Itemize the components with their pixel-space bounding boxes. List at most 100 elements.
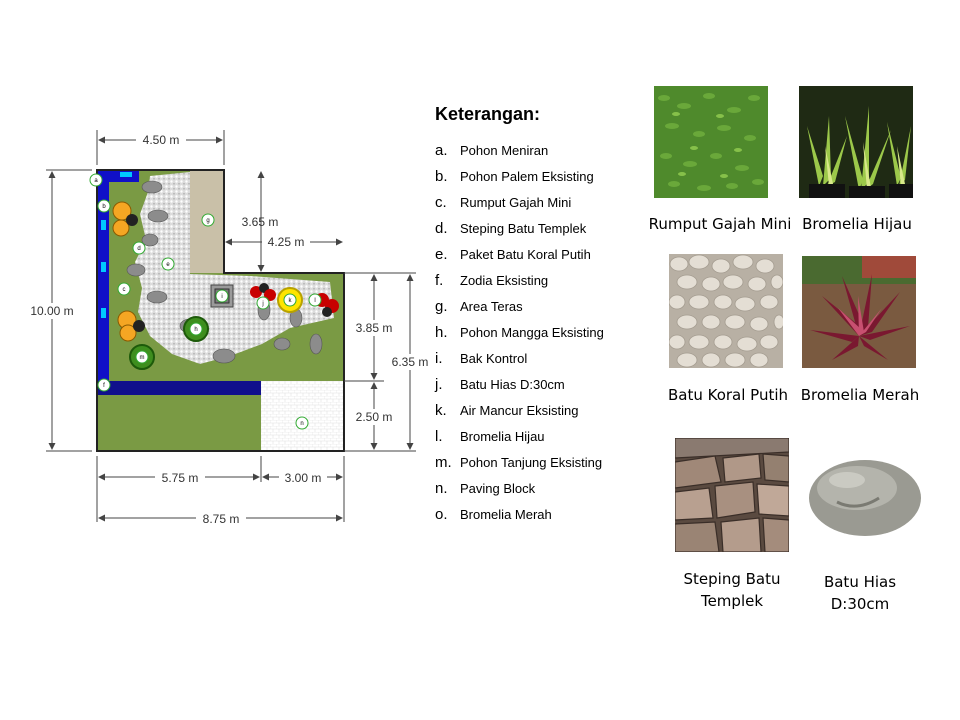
paving-block-area [261,381,344,451]
svg-text:d: d [137,246,140,252]
legend-item: c. Rumput Gajah Mini [435,189,604,215]
svg-text:c: c [123,287,126,293]
legend-item: i.Bak Kontrol [435,345,604,371]
svg-text:b: b [102,204,106,210]
marker-c: c [117,282,131,296]
marker-h: h [189,322,203,336]
batu-koral-photo [669,254,783,368]
legend-text: Area Teras [460,298,523,314]
caption-batu-hias-line1: Batu Hias [823,573,897,591]
legend-item: j. Batu Hias D:30cm [435,371,604,397]
svg-text:h: h [194,327,197,333]
svg-text:k: k [289,298,293,304]
dim-bottom-total: 8.75 m [203,512,240,526]
legend-letter: h. [435,323,448,341]
caption-rumput-gajah: Rumput Gajah Mini [648,215,792,233]
legend-letter: l. [435,427,443,445]
marker-d: d [132,241,146,255]
svg-text:g: g [206,218,209,224]
pool-highlights [101,172,132,318]
svg-text:m: m [140,355,145,361]
legend-letter: d. [435,219,448,237]
legend-text: Pohon Tanjung Eksisting [460,454,603,470]
legend-text: Zodia Eksisting [460,272,549,288]
marker-m: m [135,350,149,364]
caption-bromelia-merah: Bromelia Merah [800,386,920,404]
legend-text: Rumput Gajah Mini [460,194,572,210]
rumput-gajah-photo [654,86,768,198]
dim-right-total: 6.35 m [392,355,429,369]
caption-batu-hias: Batu Hias D:30cm [805,571,915,615]
svg-text:n: n [300,421,303,427]
legend-letter: k. [435,401,447,419]
legend-letter: j. [435,375,443,393]
legend-item: o. Bromelia Merah [435,501,604,527]
marker-a: a [89,173,103,187]
legend-letter: e. [435,245,448,263]
legend-item: k. Air Mancur Eksisting [435,397,604,423]
dim-notch-height: 3.65 m [242,215,279,229]
batu-hias-photo [809,460,921,536]
legend-text: Bak Kontrol [460,350,528,366]
legend-letter: n. [435,479,448,497]
caption-steping-batu: Steping Batu Templek [670,568,794,612]
legend-letter: c. [435,193,447,211]
legend-text: Steping Batu Templek [460,220,587,236]
marker-f: f [97,378,111,392]
dim-bottom-left: 5.75 m [162,471,199,485]
palm-trees [112,201,145,342]
marker-g: g [201,213,215,227]
dim-bottom-right: 3.00 m [285,471,322,485]
legend-letter: m. [435,453,452,471]
steping-batu-photo [675,438,789,552]
svg-text:i: i [221,294,222,300]
marker-e: e [161,257,175,271]
legend-item: b. Pohon Palem Eksisting [435,163,604,189]
legend-item: g. Area Teras [435,293,604,319]
pool-top [97,170,139,182]
caption-steping-line2: Templek [700,592,764,610]
legend-text: Paving Block [460,480,536,496]
legend-letter: g. [435,297,448,315]
dim-lower-right-height: 3.85 m [356,321,393,335]
legend-text: Bromelia Merah [460,506,552,522]
caption-batu-koral: Batu Koral Putih [667,386,789,404]
legend-text: Air Mancur Eksisting [460,402,579,418]
gravel-path [135,172,334,364]
dimension-labels: 4.50 m 10.00 m 3.65 m 4.25 m 3.85 m 6.35… [27,132,432,527]
legend-item: f. Zodia Eksisting [435,267,604,293]
marker-i: i [215,289,229,303]
lower-grass [97,395,261,451]
legend-item: n. Paving Block [435,475,604,501]
legend-letter: b. [435,167,448,185]
caption-steping-line1: Steping Batu [683,570,781,588]
legend-text: Pohon Palem Eksisting [460,168,594,184]
marker-k: k [283,293,297,307]
bromelia-merah-photo [802,256,916,368]
legend-letter: f. [435,271,444,289]
legend-item: e. Paket Batu Koral Putih [435,241,604,267]
dim-paving-height: 2.50 m [356,410,393,424]
legend-item: h. Pohon Mangga Eksisting [435,319,604,345]
legend-title: Keterangan: [435,104,541,124]
plan-markers: a b c d e f g h i j k l m n [89,173,322,430]
legend-text: Pohon Mangga Eksisting [460,324,604,340]
dim-total-height: 10.00 m [30,304,73,318]
pool-bottom [97,381,261,395]
svg-text:a: a [94,178,98,184]
legend-text: Batu Hias D:30cm [460,376,565,392]
svg-text:j: j [261,301,263,307]
legend-item: d. Steping Batu Templek [435,215,604,241]
marker-n: n [295,416,309,430]
dim-notch-width: 4.25 m [268,235,305,249]
legend-text: Paket Batu Koral Putih [460,246,591,262]
marker-b: b [97,199,111,213]
marker-j: j [256,296,270,310]
legend-text: Bromelia Hijau [460,428,545,444]
dim-top-width: 4.50 m [143,133,180,147]
svg-text:f: f [103,383,105,389]
caption-bromelia-hijau: Bromelia Hijau [802,215,912,233]
legend-letter: o. [435,505,448,523]
